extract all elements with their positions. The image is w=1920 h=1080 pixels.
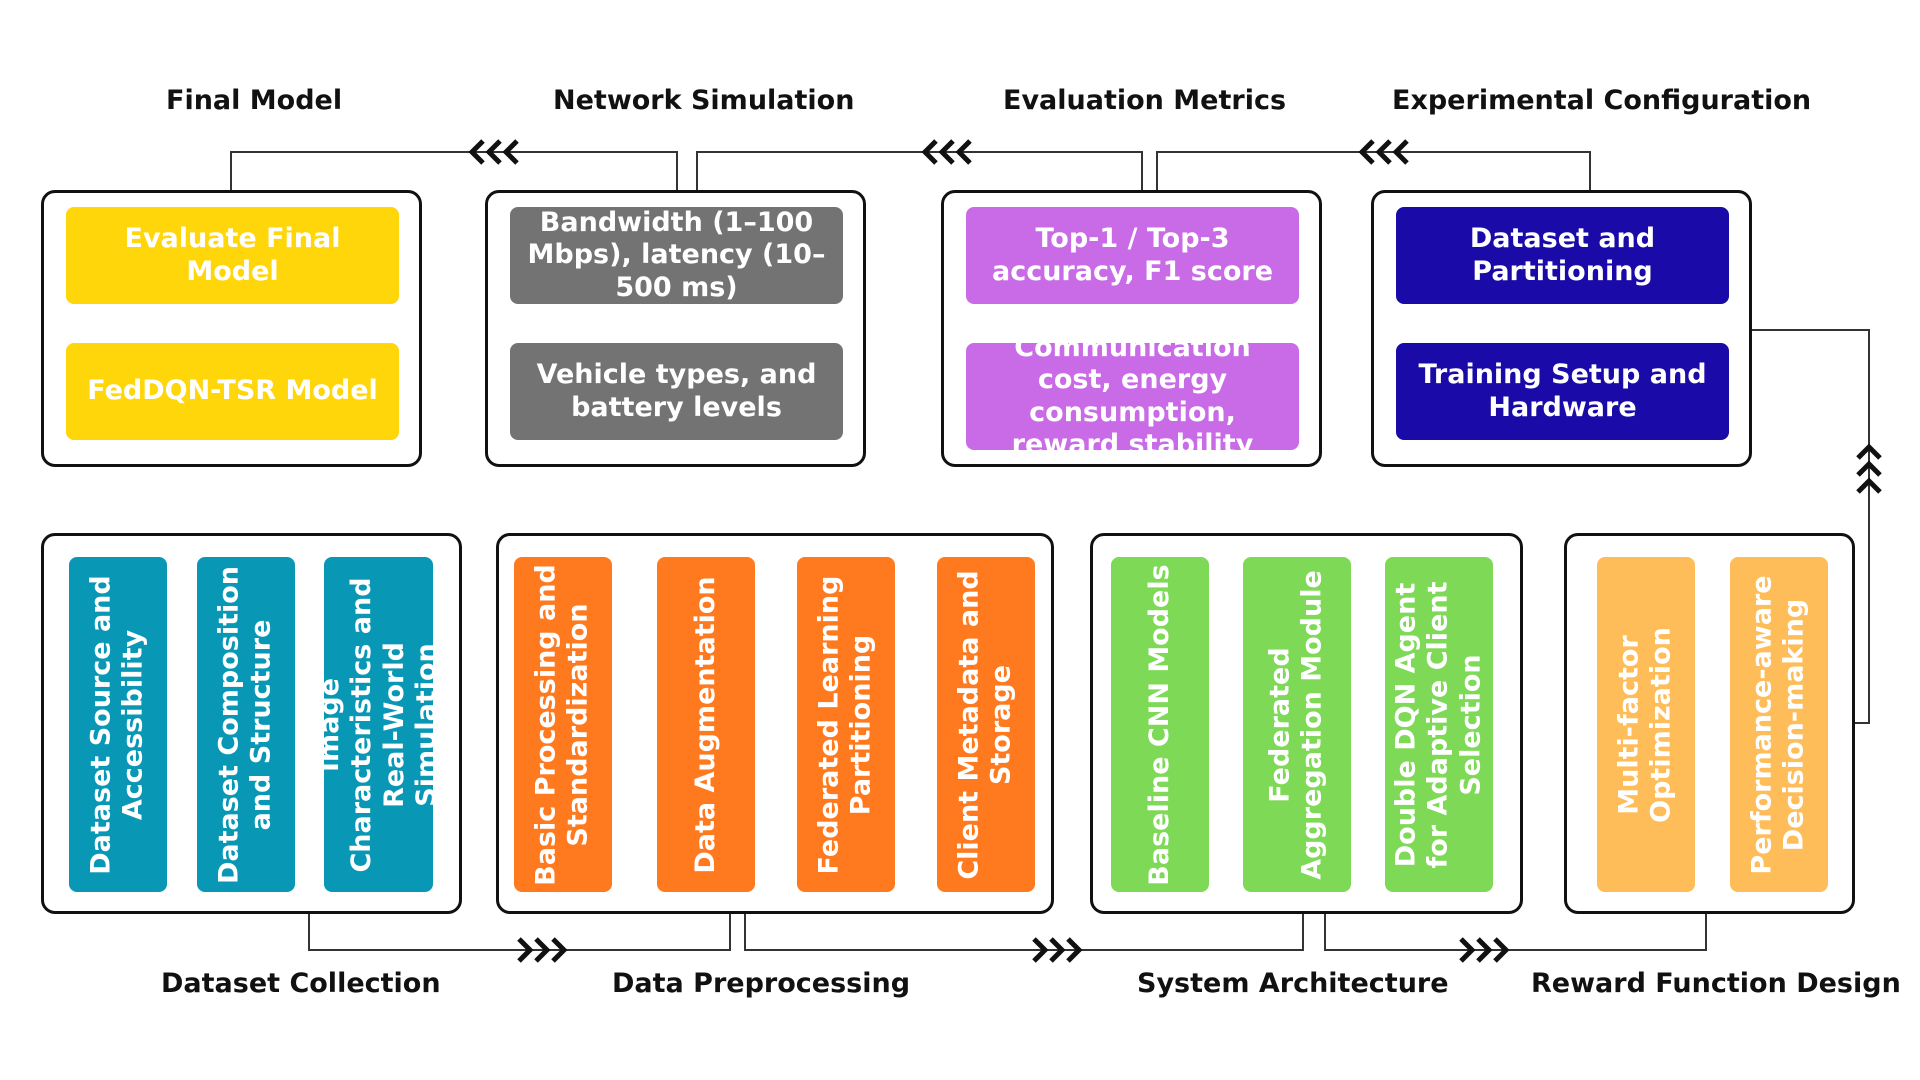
card-label: Dataset Composition and Structure xyxy=(213,565,277,884)
card-label: Dataset and Partitioning xyxy=(1469,223,1656,287)
card-label: Performance-aware Decision-making xyxy=(1746,574,1810,875)
card-dataset-partitioning: Dataset and Partitioning xyxy=(1396,207,1729,304)
card-feddqn-tsr-model: FedDQN-TSR Model xyxy=(66,343,399,440)
arrow-left-1b xyxy=(485,139,502,165)
card-dataset-composition: Dataset Composition and Structure xyxy=(197,557,295,892)
card-label: Baseline CNN Models xyxy=(1143,563,1175,886)
card-federated-aggregation: Federated Aggregation Module xyxy=(1243,557,1351,892)
card-label: Client Metadata and Storage xyxy=(953,569,1017,880)
card-communication-cost: Communication cost, energy consumption, … xyxy=(966,332,1299,460)
card-multi-factor-optimization: Multi-factor Optimization xyxy=(1597,557,1695,892)
card-label: Multi-factor Optimization xyxy=(1613,626,1677,823)
card-label: Basic Processing and Standardization xyxy=(530,563,594,886)
card-bandwidth-latency: Bandwidth (1–100 Mbps), latency (10–500 … xyxy=(510,207,843,304)
arrow-up-a xyxy=(1856,443,1882,460)
card-training-setup: Training Setup and Hardware xyxy=(1396,343,1729,440)
arrow-left-3a xyxy=(1358,139,1375,165)
card-label: Vehicle types, and battery levels xyxy=(536,359,817,423)
card-label: Federated Learning Partitioning xyxy=(813,575,877,874)
card-label: Evaluate Final Model xyxy=(124,223,341,287)
stage-dataset-collection: Dataset Source and Accessibility Dataset… xyxy=(41,533,462,914)
title-reward-function-design: Reward Function Design xyxy=(1531,968,1901,999)
stage-experimental-configuration: Dataset and Partitioning Training Setup … xyxy=(1371,190,1752,467)
title-data-preprocessing: Data Preprocessing xyxy=(612,968,911,999)
title-evaluation-metrics: Evaluation Metrics xyxy=(1003,85,1287,116)
arrow-right-3b xyxy=(1476,937,1493,963)
card-baseline-cnn: Baseline CNN Models xyxy=(1111,557,1209,892)
title-network-simulation: Network Simulation xyxy=(553,85,855,116)
card-label: Federated Aggregation Module xyxy=(1264,569,1328,880)
arrow-right-2a xyxy=(1032,937,1049,963)
arrow-left-3b xyxy=(1375,139,1392,165)
arrow-up-b xyxy=(1856,460,1882,477)
arrow-left-1a xyxy=(468,139,485,165)
arrow-left-2c xyxy=(955,139,972,165)
title-dataset-collection: Dataset Collection xyxy=(161,968,441,999)
arrow-right-1a xyxy=(517,937,534,963)
title-system-architecture: System Architecture xyxy=(1137,968,1449,999)
arrow-right-2c xyxy=(1066,937,1083,963)
arrow-right-3c xyxy=(1493,937,1510,963)
card-federated-learning-partitioning: Federated Learning Partitioning xyxy=(797,557,895,892)
stage-data-preprocessing: Basic Processing and Standardization Dat… xyxy=(496,533,1054,914)
stage-final-model: Evaluate Final Model FedDQN-TSR Model xyxy=(41,190,422,467)
card-client-metadata: Client Metadata and Storage xyxy=(937,557,1035,892)
card-evaluate-final-model: Evaluate Final Model xyxy=(66,207,399,304)
arrow-right-1c xyxy=(551,937,568,963)
card-dataset-source: Dataset Source and Accessibility xyxy=(69,557,167,892)
title-experimental-configuration: Experimental Configuration xyxy=(1392,85,1812,116)
card-label: Bandwidth (1–100 Mbps), latency (10–500 … xyxy=(527,206,826,303)
card-performance-aware: Performance-aware Decision-making xyxy=(1730,557,1828,892)
arrow-left-2b xyxy=(938,139,955,165)
arrow-right-3a xyxy=(1459,937,1476,963)
card-double-dqn-agent: Double DQN Agent for Adaptive Client Sel… xyxy=(1385,557,1493,892)
card-basic-processing: Basic Processing and Standardization xyxy=(514,557,612,892)
stage-system-architecture: Baseline CNN Models Federated Aggregatio… xyxy=(1090,533,1523,914)
card-label: Top-1 / Top-3 accuracy, F1 score xyxy=(991,223,1274,287)
card-image-characteristics: Image Characteristics and Real-World Sim… xyxy=(324,557,433,892)
arrow-right-1b xyxy=(534,937,551,963)
card-label: Communication cost, energy consumption, … xyxy=(1011,331,1254,460)
arrow-left-3c xyxy=(1392,139,1409,165)
arrow-right-2b xyxy=(1049,937,1066,963)
card-label: Image Characteristics and Real-World Sim… xyxy=(324,576,433,873)
arrow-left-2a xyxy=(921,139,938,165)
card-label: Double DQN Agent for Adaptive Client Sel… xyxy=(1390,580,1487,869)
arrow-up-c xyxy=(1856,477,1882,494)
card-top-accuracy: Top-1 / Top-3 accuracy, F1 score xyxy=(966,207,1299,304)
card-data-augmentation: Data Augmentation xyxy=(657,557,755,892)
card-label: Dataset Source and Accessibility xyxy=(85,574,149,875)
arrow-left-1c xyxy=(502,139,519,165)
title-final-model: Final Model xyxy=(166,85,343,116)
stage-reward-function-design: Multi-factor Optimization Performance-aw… xyxy=(1564,533,1855,914)
stage-evaluation-metrics: Top-1 / Top-3 accuracy, F1 score Communi… xyxy=(941,190,1322,467)
stage-network-simulation: Bandwidth (1–100 Mbps), latency (10–500 … xyxy=(485,190,866,467)
card-vehicle-types: Vehicle types, and battery levels xyxy=(510,343,843,440)
card-label: Training Setup and Hardware xyxy=(1418,359,1707,423)
card-label: FedDQN-TSR Model xyxy=(87,375,378,407)
card-label: Data Augmentation xyxy=(689,575,721,874)
